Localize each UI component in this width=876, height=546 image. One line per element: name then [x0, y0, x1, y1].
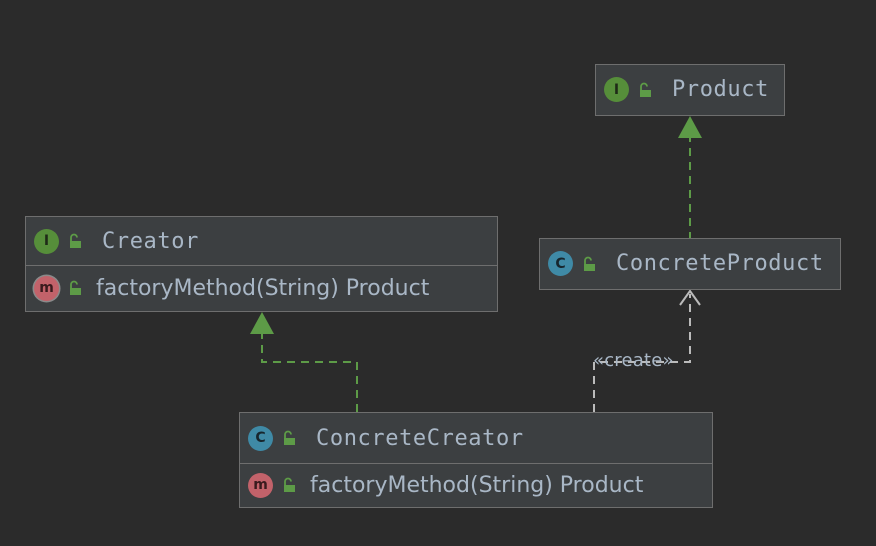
node-creator[interactable]: I Creator m factoryMethod(String) Produc…	[25, 216, 498, 312]
class-badge-icon: C	[248, 425, 273, 451]
node-product-header: I Product	[596, 65, 784, 114]
interface-badge-icon: I	[604, 77, 629, 102]
realization-line-concretecreator-creator	[261, 334, 358, 412]
unlocked-padlock-icon	[70, 233, 81, 248]
node-concrete-creator-member[interactable]: m factoryMethod(String) Product	[240, 463, 712, 506]
unlocked-padlock-icon	[284, 430, 295, 445]
node-product[interactable]: I Product	[595, 64, 785, 116]
node-concrete-creator-header: C ConcreteCreator	[240, 413, 712, 463]
realization-arrowhead-creator	[250, 312, 274, 334]
unlocked-padlock-icon	[640, 82, 651, 97]
dependency-arrowhead-concreteproduct	[679, 289, 701, 306]
unlocked-padlock-icon	[584, 256, 595, 271]
unlocked-padlock-icon	[284, 477, 295, 492]
node-title: ConcreteProduct	[616, 251, 824, 276]
member-signature: factoryMethod(String) Product	[96, 275, 430, 301]
node-title: Creator	[102, 228, 199, 254]
node-creator-member[interactable]: m factoryMethod(String) Product	[26, 265, 497, 310]
node-title: ConcreteCreator	[316, 425, 524, 451]
dependency-line-create	[593, 294, 691, 412]
member-signature: factoryMethod(String) Product	[310, 472, 644, 498]
class-badge-icon: C	[548, 251, 573, 276]
node-concrete-creator[interactable]: C ConcreteCreator m factoryMethod(String…	[239, 412, 713, 508]
realization-arrowhead-product	[678, 116, 702, 138]
method-badge-icon: m	[248, 472, 273, 498]
node-concrete-product-header: C ConcreteProduct	[540, 239, 840, 288]
edge-label-create: «create»	[593, 350, 674, 371]
method-badge-icon: m	[34, 275, 59, 301]
unlocked-padlock-icon	[70, 280, 81, 295]
interface-badge-icon: I	[34, 228, 59, 254]
node-title: Product	[672, 77, 769, 102]
node-concrete-product[interactable]: C ConcreteProduct	[539, 238, 841, 290]
node-creator-header: I Creator	[26, 217, 497, 265]
